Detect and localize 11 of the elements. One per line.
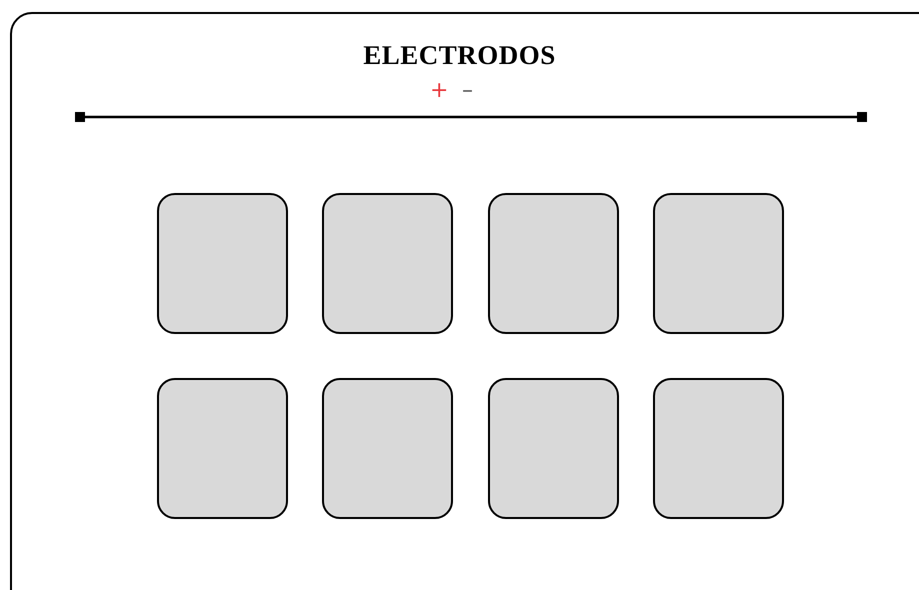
electrode-box — [653, 193, 784, 334]
electrode-box — [653, 378, 784, 519]
electrode-box — [322, 378, 453, 519]
plus-sign: + — [430, 78, 448, 104]
title: ELECTRODOS — [362, 40, 557, 71]
electrode-box — [322, 193, 453, 334]
minus-sign: – — [462, 78, 473, 104]
electrode-box — [488, 193, 619, 334]
electrode-box — [157, 378, 288, 519]
electrode-box — [488, 378, 619, 519]
electrode-box — [157, 193, 288, 334]
